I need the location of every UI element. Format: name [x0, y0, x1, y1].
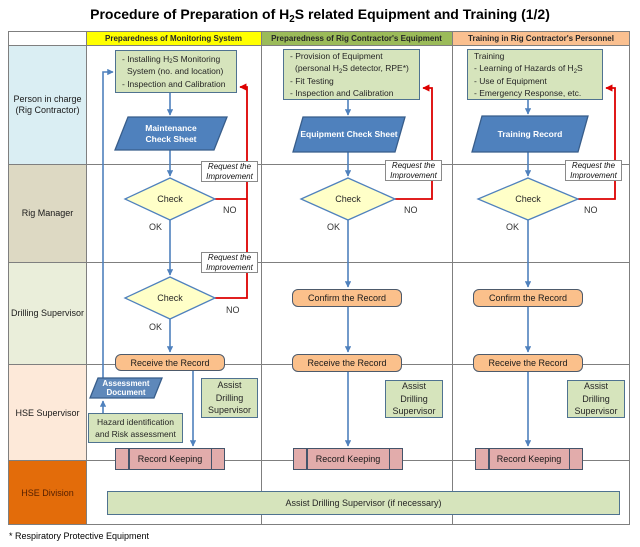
equipment-check-sheet-shape [292, 116, 406, 153]
maintenance-check-sheet-shape [114, 116, 228, 151]
training-record-shape [471, 115, 589, 153]
no-label-col1-check2: NO [226, 305, 240, 315]
training-record-label: Training Record [497, 128, 563, 139]
column-header-rig-contractor-equipment: Preparedness of Rig Contractor's Equipme… [261, 31, 452, 45]
check-diamond-col1-drilling-supervisor [123, 276, 217, 320]
no-path-col3 [578, 84, 616, 200]
check-diamond-col3 [476, 177, 580, 221]
record-keeping-col2: Record Keeping [293, 448, 403, 470]
column-header-rig-contractor-personnel: Training in Rig Contractor's Personnel [452, 31, 630, 45]
check-label-col3: Check [515, 194, 541, 204]
check-diamond-col2 [299, 177, 397, 221]
record-keeping-col1: Record Keeping [115, 448, 225, 470]
check-diamond-col1-rig-manager [123, 177, 217, 221]
receive-the-record-col2: Receive the Record [292, 354, 402, 372]
request-improvement-feedback-arrows [215, 83, 616, 299]
swimlane-grid [8, 31, 630, 525]
assessment-document-shape [89, 377, 163, 399]
task-provision-of-equipment: - Provision of Equipment (personal H2S d… [283, 49, 420, 100]
record-keeping-col3: Record Keeping [475, 448, 583, 470]
no-path-col2 [395, 84, 433, 200]
confirm-the-record-col3: Confirm the Record [473, 289, 583, 307]
equipment-check-sheet-label: Equipment Check Sheet [300, 129, 398, 139]
check-label-col1-rig-manager: Check [157, 194, 183, 204]
ok-label-col1-check2: OK [149, 322, 163, 332]
no-label-col2: NO [404, 205, 418, 215]
column-header-monitoring-system: Preparedness of Monitoring System [86, 31, 261, 45]
task-training: Training - Learning of Hazards of H2S - … [467, 49, 603, 100]
lane-label-drilling-supervisor: Drilling Supervisor [9, 262, 86, 365]
receive-the-record-col3: Receive the Record [473, 354, 583, 372]
ok-label-col3: OK [506, 222, 520, 232]
flow-arrows [99, 68, 532, 447]
check-label-col1-drilling-supervisor: Check [157, 293, 183, 303]
no-label-col1-check1: NO [223, 205, 237, 215]
lane-label-hse-supervisor: HSE Supervisor [9, 365, 86, 461]
assist-drilling-supervisor-if-necessary: Assist Drilling Supervisor (if necessary… [107, 491, 620, 515]
task-installing-monitoring-system: - Installing H2S Monitoring System (no. … [115, 50, 237, 93]
no-path-col1-check2 [215, 83, 248, 299]
confirm-the-record-col2: Confirm the Record [292, 289, 402, 307]
ok-label-col1-check1: OK [149, 222, 163, 232]
page-title: Procedure of Preparation of H2S related … [90, 6, 550, 25]
lane-label-person-in-charge: Person in charge(Rig Contractor) [9, 45, 86, 164]
lane-label-hse-division: HSE Division [9, 461, 86, 525]
no-label-col3: NO [584, 205, 598, 215]
ok-label-col2: OK [327, 222, 341, 232]
lane-label-rig-manager: Rig Manager [9, 164, 86, 262]
receive-the-record-col1: Receive the Record [115, 354, 225, 371]
flow-shapes [89, 115, 589, 399]
check-label-col2: Check [335, 194, 361, 204]
footnote: * Respiratory Protective Equipment [9, 531, 150, 541]
